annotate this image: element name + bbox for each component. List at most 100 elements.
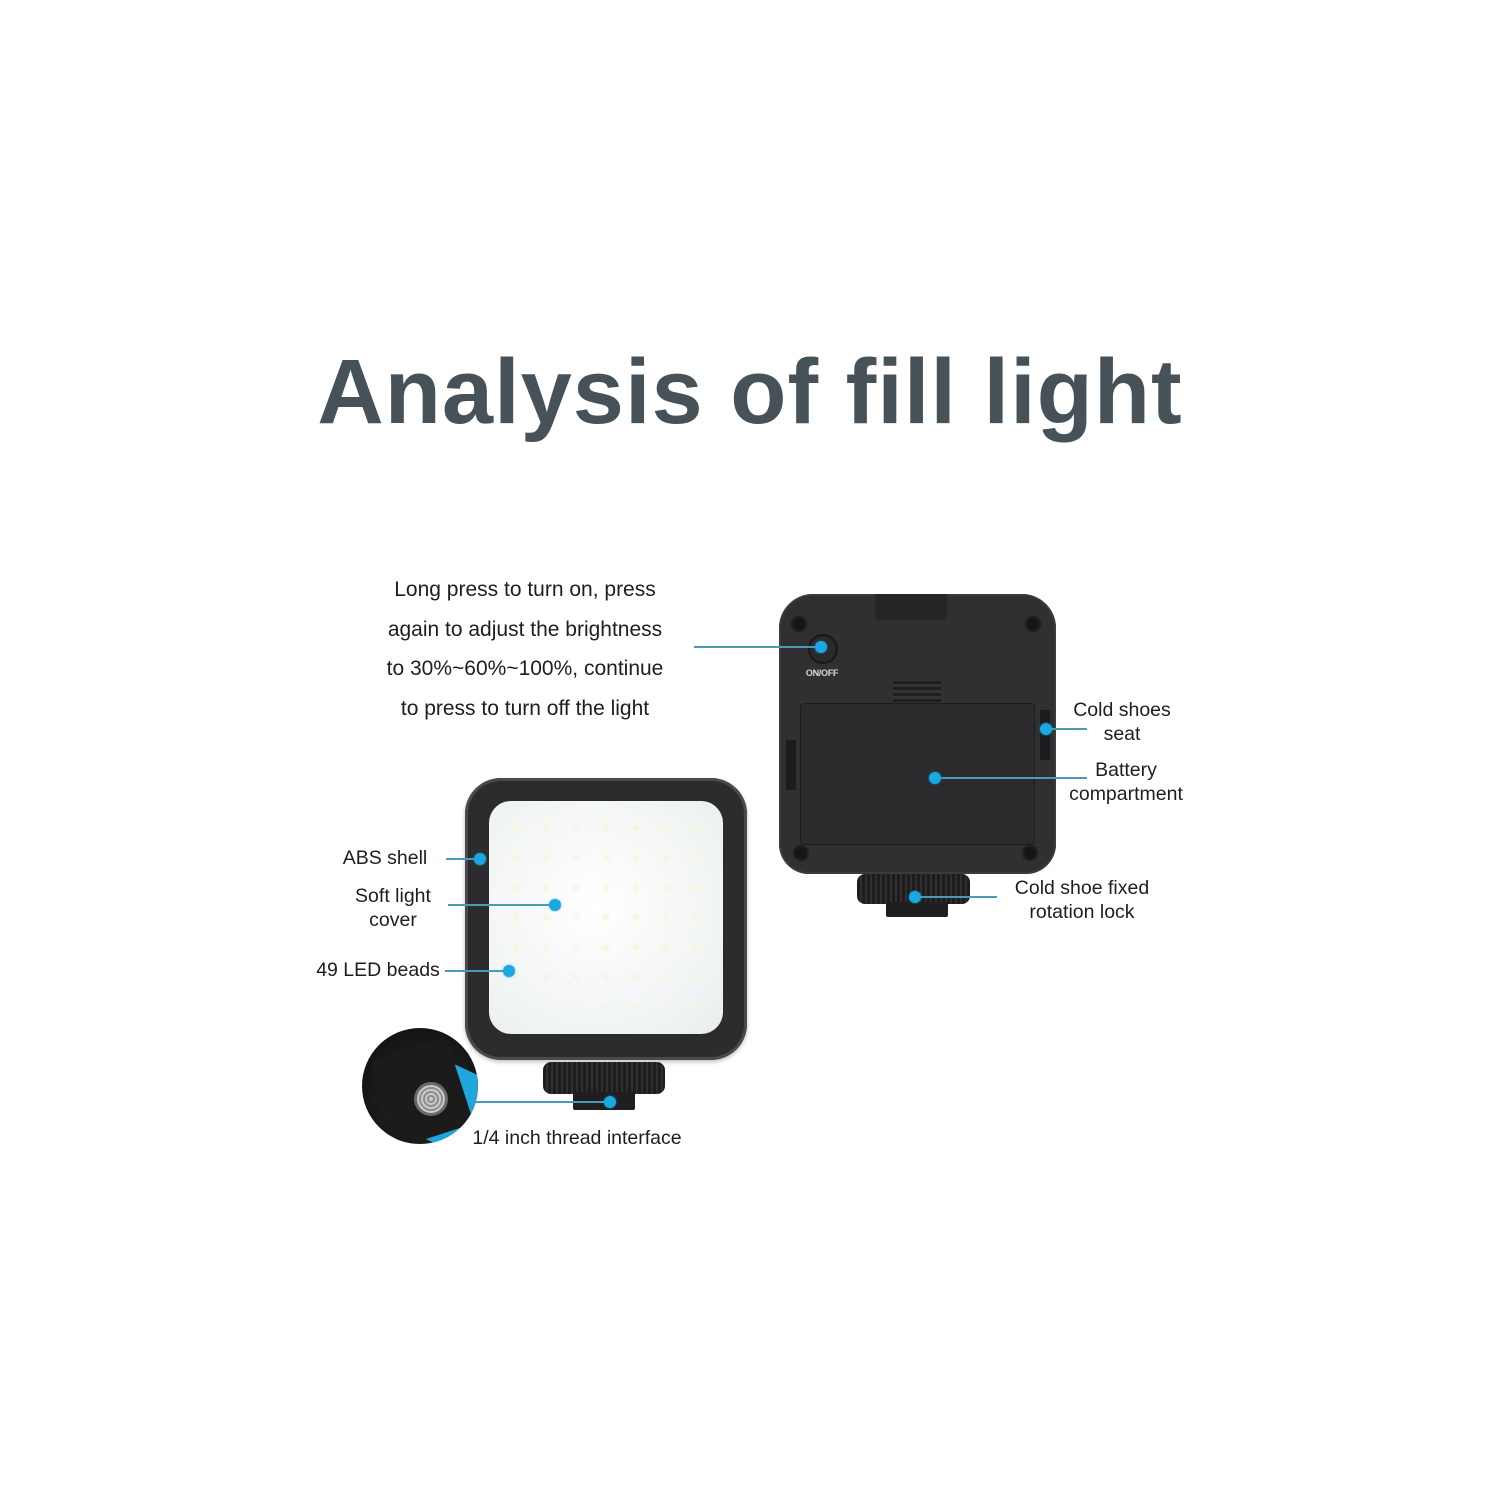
screw-icon [1025, 616, 1041, 632]
screw-icon [791, 616, 807, 632]
led-bead-icon [541, 942, 551, 953]
led-bead-icon [691, 822, 701, 833]
led-bead-icon [691, 942, 701, 953]
power-button-description: Long press to turn on, press again to ad… [355, 570, 695, 728]
battery-compartment-label: Battery compartment [1062, 758, 1190, 806]
label-line: compartment [1069, 783, 1183, 805]
screw-icon [1022, 845, 1038, 861]
callout-dot-icon [815, 641, 827, 653]
desc-line: again to adjust the brightness [387, 617, 663, 641]
desc-line: to press to turn off the light [400, 696, 650, 720]
label-line: Cold shoe fixed [1014, 877, 1150, 899]
led-bead-icon [511, 822, 521, 833]
led-bead-icon [691, 912, 701, 923]
led-bead-icon [571, 912, 581, 923]
led-bead-icon [571, 822, 581, 833]
page-title: Analysis of fill light [317, 341, 1183, 443]
label-line: Soft light [355, 885, 431, 907]
thread-hole-icon [414, 1082, 448, 1116]
led-bead-icon [601, 1002, 611, 1013]
callout-dot-icon [503, 965, 515, 977]
abs-shell-label: ABS shell [330, 846, 440, 870]
led-bead-icon [601, 972, 611, 983]
thread-interface-detail [362, 1028, 478, 1144]
led-bead-icon [571, 942, 581, 953]
callout-line [1045, 728, 1087, 730]
led-bead-icon [511, 882, 521, 893]
led-bead-icon [511, 1002, 521, 1013]
led-bead-icon [541, 882, 551, 893]
label-line: Battery [1095, 759, 1157, 781]
callout-dot-icon [549, 899, 561, 911]
label-line: Cold shoes [1073, 699, 1171, 721]
label-line: seat [1103, 723, 1141, 745]
callout-line [445, 970, 509, 972]
led-bead-icon [541, 822, 551, 833]
led-bead-icon [541, 912, 551, 923]
label-line: cover [369, 909, 417, 931]
cold-shoe-foot [886, 902, 948, 917]
led-bead-icon [631, 1002, 641, 1013]
led-bead-icon [571, 852, 581, 863]
led-bead-icon [601, 912, 611, 923]
callout-dot-icon [1040, 723, 1052, 735]
led-bead-icon [571, 882, 581, 893]
label-line: 1/4 inch thread interface [472, 1127, 682, 1149]
led-bead-icon [661, 822, 671, 833]
rotation-lock-label: Cold shoe fixed rotation lock [1002, 876, 1162, 924]
label-line: ABS shell [342, 847, 428, 869]
desc-line: to 30%~60%~100%, continue [386, 657, 664, 680]
led-bead-icon [661, 972, 671, 983]
led-bead-icon [691, 1002, 701, 1013]
led-bead-icon [631, 882, 641, 893]
callout-line [448, 904, 555, 906]
led-bead-icon [541, 1002, 551, 1013]
front-mount-knob[interactable] [543, 1062, 665, 1094]
power-button[interactable] [808, 634, 838, 664]
led-bead-icon [511, 852, 521, 863]
led-bead-icon [631, 912, 641, 923]
callout-dot-icon [909, 891, 921, 903]
led-bead-icon [631, 822, 641, 833]
callout-line [446, 858, 480, 860]
led-bead-icon [661, 942, 671, 953]
led-bead-icon [511, 972, 521, 983]
led-bead-icon [601, 882, 611, 893]
led-beads-label: 49 LED beads [312, 958, 444, 982]
callout-dot-icon [604, 1096, 616, 1108]
soft-light-cover-label: Soft light cover [338, 884, 448, 932]
soft-light-cover [489, 801, 723, 1034]
top-cold-shoe-clip [875, 594, 947, 620]
led-bead-icon [541, 972, 551, 983]
power-button-label: ON/OFF [805, 668, 839, 678]
led-bead-icon [511, 912, 521, 923]
cold-shoes-seat-label: Cold shoes seat [1062, 698, 1182, 746]
led-bead-icon [661, 912, 671, 923]
callout-line [474, 1101, 610, 1103]
thread-interface-label: 1/4 inch thread interface [466, 1126, 688, 1150]
callout-line [694, 646, 820, 648]
led-bead-icon [601, 822, 611, 833]
side-cold-shoe-slot [786, 740, 796, 790]
side-cold-shoe-slot [1040, 710, 1050, 760]
battery-compartment[interactable] [800, 703, 1035, 845]
led-bead-icon [691, 972, 701, 983]
callout-line [935, 777, 1087, 779]
led-bead-icon [661, 1002, 671, 1013]
front-view-device [465, 778, 747, 1060]
led-bead-icon [571, 972, 581, 983]
led-bead-icon [631, 972, 641, 983]
led-bead-icon [541, 852, 551, 863]
desc-line: Long press to turn on, press [394, 578, 656, 601]
led-bead-icon [661, 852, 671, 863]
led-bead-icon [511, 942, 521, 953]
label-line: rotation lock [1029, 901, 1135, 923]
led-bead-icon [661, 882, 671, 893]
led-bead-icon [691, 882, 701, 893]
led-bead-icon [691, 852, 701, 863]
led-bead-icon [631, 942, 641, 953]
led-bead-icon [601, 852, 611, 863]
callout-dot-icon [929, 772, 941, 784]
callout-line [915, 896, 997, 898]
label-line: 49 LED beads [316, 959, 440, 981]
